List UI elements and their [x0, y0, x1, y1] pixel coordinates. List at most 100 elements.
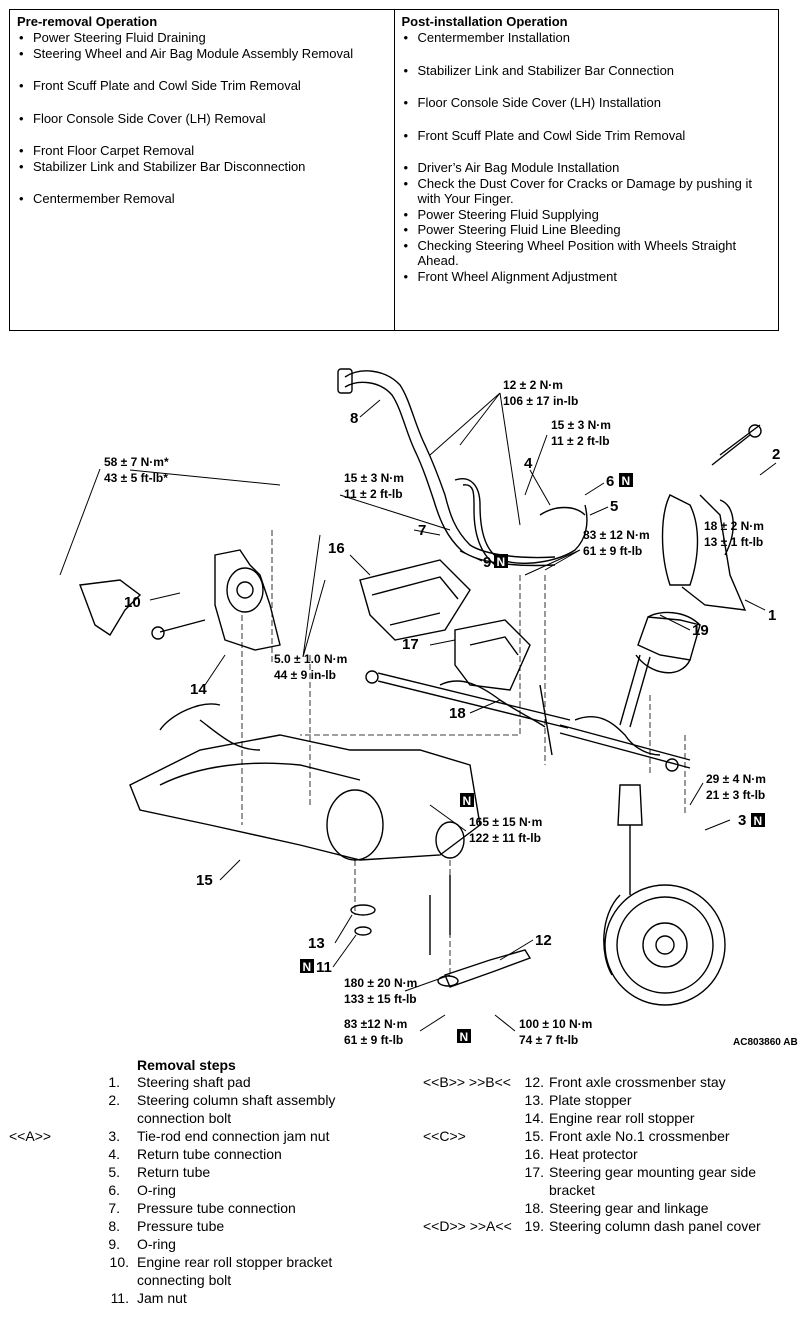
- callout-8: 8: [350, 410, 358, 427]
- torque-t5-alt: 61 ± 9 ft-lb: [583, 544, 642, 558]
- step-label: Engine rear roll stopper: [549, 1110, 695, 1126]
- post-installation-list: Centermember Installation Stabilizer Lin…: [402, 30, 773, 284]
- step-label: Steering shaft pad: [137, 1074, 251, 1090]
- list-item: Power Steering Fluid Line Bleeding: [402, 222, 773, 238]
- n-mark-text: N: [497, 555, 506, 569]
- callout-5: 5: [610, 498, 618, 515]
- step-number: 9.: [108, 1236, 120, 1252]
- torque-t11-alt: 61 ± 9 ft-lb: [344, 1033, 403, 1047]
- step-label: bracket: [549, 1182, 595, 1198]
- torque-t11-nm: 83 ±12 N·m: [344, 1017, 407, 1031]
- removal-steps: Removal steps 1. Steering shaft pad 2. S…: [0, 1055, 810, 1315]
- step-row: 10. Engine rear roll stopper bracket: [0, 1254, 400, 1271]
- step-label: connecting bolt: [137, 1272, 232, 1288]
- step-label: Pressure tube: [137, 1218, 225, 1234]
- callout-15: 15: [196, 872, 213, 889]
- step-number: 17.: [524, 1164, 544, 1180]
- callout-16: 16: [328, 540, 345, 557]
- step-label: Front axle crossmenber stay: [549, 1074, 726, 1090]
- list-item: Power Steering Fluid Supplying: [402, 207, 773, 223]
- step-row: connection bolt: [0, 1110, 400, 1127]
- step-label: Front axle No.1 crossmenber: [549, 1128, 730, 1144]
- step-number: 15.: [524, 1128, 544, 1144]
- torque-t1-alt: 106 ± 17 in-lb: [503, 394, 578, 408]
- step-number: 5.: [108, 1164, 120, 1180]
- callout-4: 4: [524, 455, 533, 472]
- torque-t6-alt: 13 ± 1 ft-lb: [704, 535, 763, 549]
- torque-t12-nm: 100 ± 10 N·m: [519, 1017, 592, 1031]
- callout-18: 18: [449, 705, 466, 722]
- list-item: Power Steering Fluid Draining: [17, 30, 388, 46]
- list-item: Floor Console Side Cover (LH) Removal: [17, 111, 388, 127]
- torque-t9-nm: 165 ± 15 N·m: [469, 815, 542, 829]
- exploded-diagram: 8 4 6 5 2 7 9 16 1 19 10 17 14 18 3 15 1…: [59, 368, 798, 1048]
- step-number: 10.: [109, 1254, 129, 1270]
- torque-t4-nm: 15 ± 3 N·m: [344, 471, 404, 485]
- step-row: 1. Steering shaft pad: [0, 1074, 400, 1091]
- step-row: bracket: [0, 1182, 810, 1199]
- step-row: 13. Plate stopper: [0, 1092, 810, 1109]
- list-item: Centermember Installation: [402, 30, 773, 46]
- step-label: Steering column shaft assembly: [137, 1092, 336, 1108]
- step-row: 6. O-ring: [0, 1182, 400, 1199]
- step-label: Return tube: [137, 1164, 211, 1180]
- list-item: Front Scuff Plate and Cowl Side Trim Rem…: [402, 128, 773, 144]
- callouts: 8 4 6 5 2 7 9 16 1 19 10 17 14 18 3 15 1…: [124, 410, 780, 976]
- step-number: 11.: [110, 1290, 129, 1306]
- n-mark-text: N: [463, 794, 472, 808]
- step-number: 18.: [524, 1200, 544, 1216]
- step-label: Steering column dash panel cover: [549, 1218, 761, 1234]
- callout-1: 1: [768, 607, 776, 624]
- part-drawings: [79, 368, 762, 1006]
- step-label: connection bolt: [137, 1110, 232, 1126]
- torque-t7-alt: 44 ± 9 in-lb: [274, 668, 336, 682]
- torque-t2-nm: 15 ± 3 N·m: [551, 418, 611, 432]
- pre-removal-title: Pre-removal Operation: [17, 14, 158, 29]
- list-item: Floor Console Side Cover (LH) Installati…: [402, 95, 773, 111]
- torque-t3-alt: 43 ± 5 ft-lb*: [104, 471, 168, 485]
- step-number: 16.: [524, 1146, 544, 1162]
- step-mark: <<D>> >>A<<: [423, 1218, 512, 1234]
- step-row: 5. Return tube: [0, 1164, 400, 1181]
- step-row: connecting bolt: [0, 1272, 400, 1289]
- step-label: Plate stopper: [549, 1092, 632, 1108]
- step-number: 14.: [524, 1110, 544, 1126]
- torque-t2-alt: 11 ± 2 ft-lb: [551, 434, 610, 448]
- step-number: 6.: [108, 1182, 120, 1198]
- step-number: 8.: [108, 1218, 120, 1234]
- leader-lines: [59, 392, 777, 1032]
- torque-t8-alt: 21 ± 3 ft-lb: [706, 788, 765, 802]
- list-item: Centermember Removal: [17, 191, 388, 207]
- step-number: 2.: [108, 1092, 120, 1108]
- n-mark-text: N: [303, 960, 312, 974]
- list-item: Check the Dust Cover for Cracks or Damag…: [402, 176, 773, 207]
- list-item: Checking Steering Wheel Position with Wh…: [402, 238, 773, 269]
- callout-12: 12: [535, 932, 552, 949]
- callout-11: 11: [316, 959, 332, 976]
- step-label: Tie-rod end connection jam nut: [137, 1128, 330, 1144]
- torque-t3-nm: 58 ± 7 N·m*: [104, 455, 169, 469]
- torque-t6-nm: 18 ± 2 N·m: [704, 519, 764, 533]
- step-row: 11. Jam nut: [0, 1290, 400, 1307]
- step-mark: <<A>>: [9, 1128, 52, 1144]
- step-number: 4.: [108, 1146, 120, 1162]
- torque-t10-alt: 133 ± 15 ft-lb: [344, 992, 417, 1006]
- pre-removal-column: Pre-removal Operation Power Steering Flu…: [10, 10, 394, 330]
- post-installation-column: Post-installation Operation Centermember…: [393, 10, 779, 330]
- step-number: 7.: [108, 1200, 120, 1216]
- step-row: 14. Engine rear roll stopper: [0, 1110, 810, 1127]
- list-item: Steering Wheel and Air Bag Module Assemb…: [17, 46, 388, 62]
- callout-3: 3: [738, 812, 746, 829]
- callout-17: 17: [402, 636, 419, 653]
- callout-2: 2: [772, 446, 780, 463]
- step-row: 8. Pressure tube: [0, 1218, 400, 1235]
- list-item: Driver’s Air Bag Module Installation: [402, 160, 773, 176]
- n-marks: N N N N N N: [300, 473, 765, 1044]
- callout-9: 9: [483, 554, 491, 571]
- torque-t12-alt: 74 ± 7 ft-lb: [519, 1033, 578, 1047]
- step-row: <<C>> 15. Front axle No.1 crossmenber: [0, 1128, 810, 1145]
- n-mark-3: N: [751, 813, 765, 828]
- step-number: 12.: [524, 1074, 544, 1090]
- n-mark-text: N: [460, 1030, 469, 1044]
- callout-6: 6: [606, 473, 614, 490]
